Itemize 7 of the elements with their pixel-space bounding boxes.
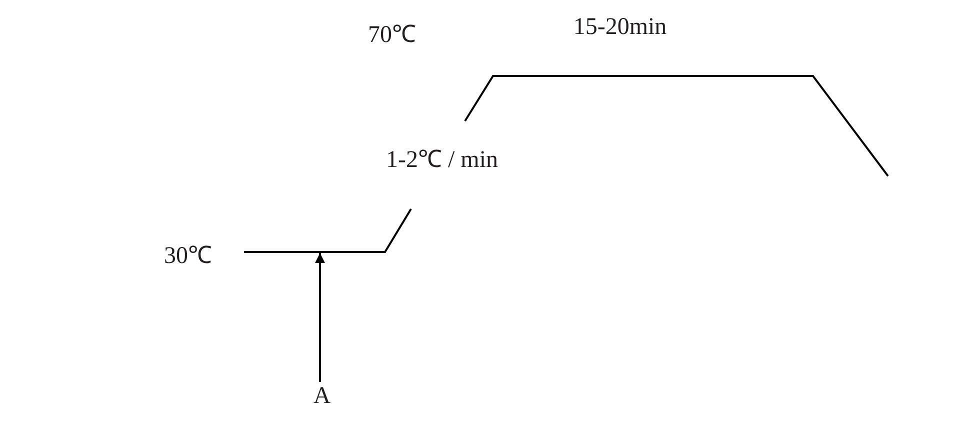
temperature-label: 30℃ [164, 244, 212, 268]
rate-label: 1-2℃ / min [386, 148, 498, 172]
duration-label: 15-20min [573, 15, 667, 39]
temperature-profile-line [244, 75, 889, 253]
arrow [315, 253, 325, 382]
temperature-label: 70℃ [368, 23, 416, 47]
marker-label: A [313, 384, 331, 408]
